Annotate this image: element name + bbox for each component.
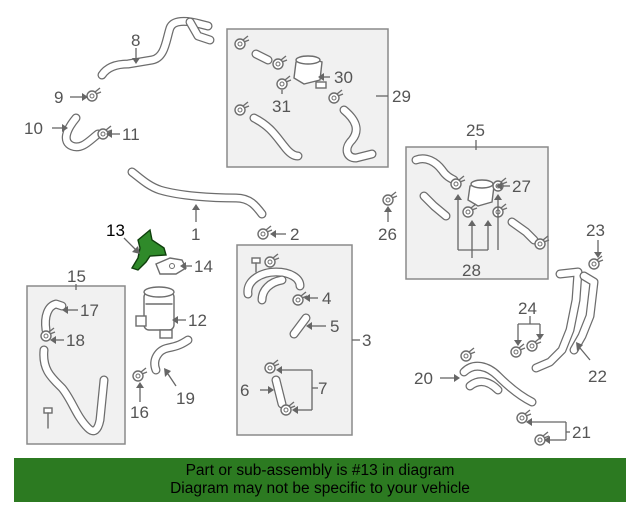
callout-15: 15 [67, 267, 86, 286]
callout-6: 6 [240, 381, 249, 400]
callout-27: 27 [512, 177, 531, 196]
hose-part-29-b [339, 105, 377, 163]
callout-4: 4 [322, 289, 331, 308]
hose-part-17[interactable] [41, 299, 67, 335]
callout-2: 2 [290, 225, 299, 244]
callout-30: 30 [334, 68, 353, 87]
callout-19: 19 [176, 389, 195, 408]
clamp-part-20 [460, 347, 476, 362]
hose-part-6[interactable] [271, 375, 287, 409]
hose-part-3-y [243, 267, 305, 305]
callout-21: 21 [572, 423, 591, 442]
pipe-part-22[interactable] [531, 267, 599, 373]
clamp-part-26[interactable] [382, 191, 398, 206]
hose-part-1[interactable] [127, 167, 267, 219]
callout-9: 9 [54, 88, 63, 107]
leader-lines [50, 48, 602, 444]
hose-part-5[interactable] [289, 313, 311, 339]
callout-17: 17 [80, 301, 99, 320]
clamp-part-2[interactable] [257, 225, 273, 240]
valve-part-30[interactable] [293, 55, 327, 89]
callout-14: 14 [194, 257, 213, 276]
pump-part-12[interactable] [135, 286, 175, 339]
clamp-part-16[interactable] [132, 367, 148, 382]
clamp-part-24-b[interactable] [526, 337, 542, 352]
callout-12: 12 [188, 311, 207, 330]
callout-13[interactable]: 13 [106, 221, 125, 240]
callout-22: 22 [588, 367, 607, 386]
pipe-part-20[interactable] [459, 361, 537, 407]
callout-8: 8 [131, 31, 140, 50]
bolt-box-15 [43, 407, 53, 429]
box-group-29 [226, 28, 389, 168]
callout-25: 25 [466, 121, 485, 140]
callout-10: 10 [24, 119, 43, 138]
bolt-part-3 [251, 257, 261, 273]
hose-part-19[interactable] [150, 335, 193, 375]
bracket-part-13-highlighted[interactable] [130, 228, 167, 271]
callout-1: 1 [191, 225, 200, 244]
clamp-part-9[interactable] [86, 87, 102, 102]
hose-part-25-b [419, 191, 451, 221]
valve-part-27[interactable] [467, 179, 495, 207]
pipe-box-15 [39, 345, 109, 436]
callout-3: 3 [362, 331, 371, 350]
callout-29: 29 [392, 87, 411, 106]
callout-5: 5 [330, 317, 339, 336]
callout-31: 31 [272, 97, 291, 116]
hose-part-29-a [249, 113, 303, 161]
callout-labels: 8 9 10 11 1 2 13 14 15 12 17 18 16 19 30… [24, 31, 607, 442]
hose-part-10[interactable] [61, 113, 103, 152]
clamp-part-23[interactable] [588, 255, 604, 270]
callout-26: 26 [378, 225, 397, 244]
callout-16: 16 [130, 403, 149, 422]
callout-11: 11 [122, 125, 140, 144]
callout-23: 23 [586, 221, 605, 240]
callout-18: 18 [66, 331, 85, 350]
callout-28: 28 [462, 261, 481, 280]
banner-line-part-info: Part or sub-assembly is #13 in diagram [185, 462, 455, 479]
hose-part-25-a [411, 154, 459, 185]
info-banner: Part or sub-assembly is #13 in diagram D… [14, 458, 626, 502]
callout-7: 7 [318, 379, 327, 398]
callout-24: 24 [518, 299, 537, 318]
callout-20: 20 [414, 369, 433, 388]
box-group-25 [405, 146, 549, 280]
banner-line-disclaimer: Diagram may not be specific to your vehi… [170, 480, 470, 497]
hose-part-29-short [251, 49, 273, 65]
hose-part-8[interactable] [97, 16, 215, 80]
hose-part-25-c [507, 217, 539, 245]
